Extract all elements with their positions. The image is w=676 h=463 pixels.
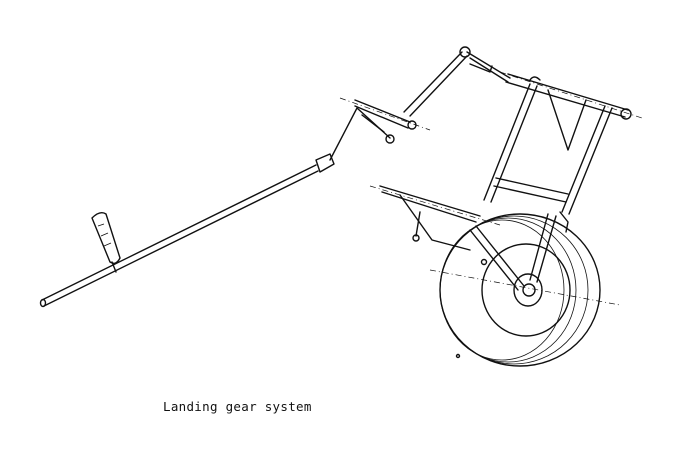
link-rod — [403, 46, 511, 117]
front-bracket — [329, 97, 431, 161]
figure-caption: Landing gear system — [163, 399, 312, 414]
wheel — [429, 213, 621, 367]
bottom-frame — [369, 185, 569, 291]
top-frame — [483, 71, 643, 215]
hand-grip — [91, 211, 121, 273]
control-rod — [39, 153, 335, 308]
